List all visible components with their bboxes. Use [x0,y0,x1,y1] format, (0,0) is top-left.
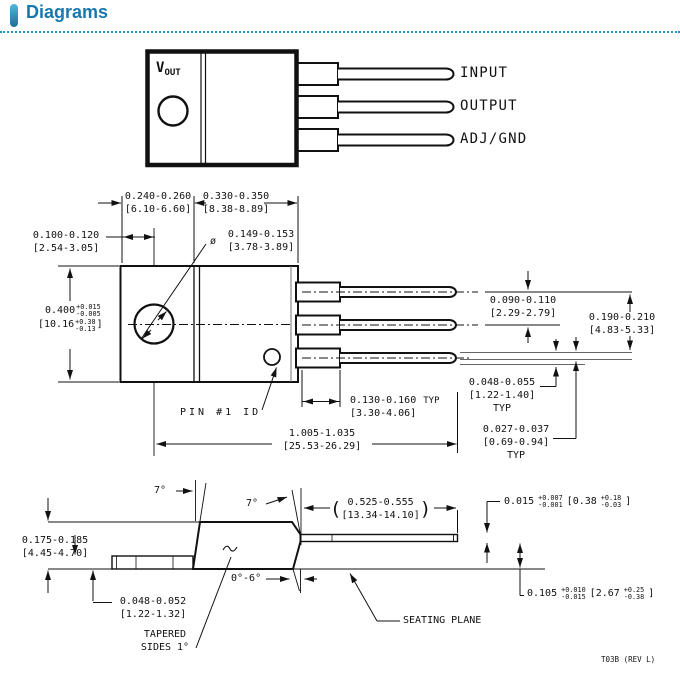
seating-plane-label: SEATING PLANE [403,615,482,626]
dotted-divider [0,31,680,33]
pin-label-input: INPUT [460,65,509,81]
page-title: Diagrams [26,2,109,22]
dim-lead-thickness: 0.027-0.037[0.69-0.94]TYP [482,424,550,461]
dim-body-thickness: 0.175-0.185[4.45-4.70] [21,535,89,559]
dim-tab-thickness: 0.048-0.052[1.22-1.32] [119,596,187,620]
dim-pin-pitch: 0.090-0.110[2.29-2.79] [489,295,557,319]
dim-body-width: 0.330-0.350[8.38-8.89] [202,191,270,215]
top-view-linework [145,49,455,168]
part-output-label: VOUT [156,60,181,78]
dim-lead-width: 0.048-0.055[1.22-1.40]TYP [468,377,536,414]
dim-pin-span: 0.190-0.210[4.83-5.33] [588,312,656,336]
front-view-linework [58,196,633,456]
angle-right-7deg: 7° [246,498,259,509]
section-accent-bar [10,4,18,27]
pin-label-output: OUTPUT [460,98,518,114]
diameter-symbol: ø [210,236,217,247]
dim-hole-offset: 0.100-0.120[2.54-3.05] [32,230,100,254]
angle-lead-0-6deg: 0°-6° [231,573,262,584]
dim-hole-diameter: 0.149-0.153[3.78-3.89] [227,229,295,253]
dim-body-height: 0.400+0.015-0.005 [10.16+0.38-0.13] [38,303,103,333]
angle-left-7deg: 7° [154,485,167,496]
side-view-linework [45,480,545,649]
dim-lead-length: ( 0.525-0.555[13.34-14.10] ) [330,497,432,521]
dim-overall-length: 1.005-1.035[25.53-26.29] [282,428,362,452]
dim-tab-width: 0.240-0.260[6.10-6.60] [124,191,192,215]
pin-label-adj-gnd: ADJ/GND [460,131,528,147]
doc-reference: T03B (REV L) [601,655,656,664]
dim-lead-thickness-side: 0.015 +0.007-0.001 [0.38 +0.18-0.03 ] [504,494,632,510]
pin1-id-label: PIN #1 ID [180,407,262,418]
dim-standoff: 0.105 +0.010-0.015 [2.67 +0.25-0.38 ] [527,586,655,602]
